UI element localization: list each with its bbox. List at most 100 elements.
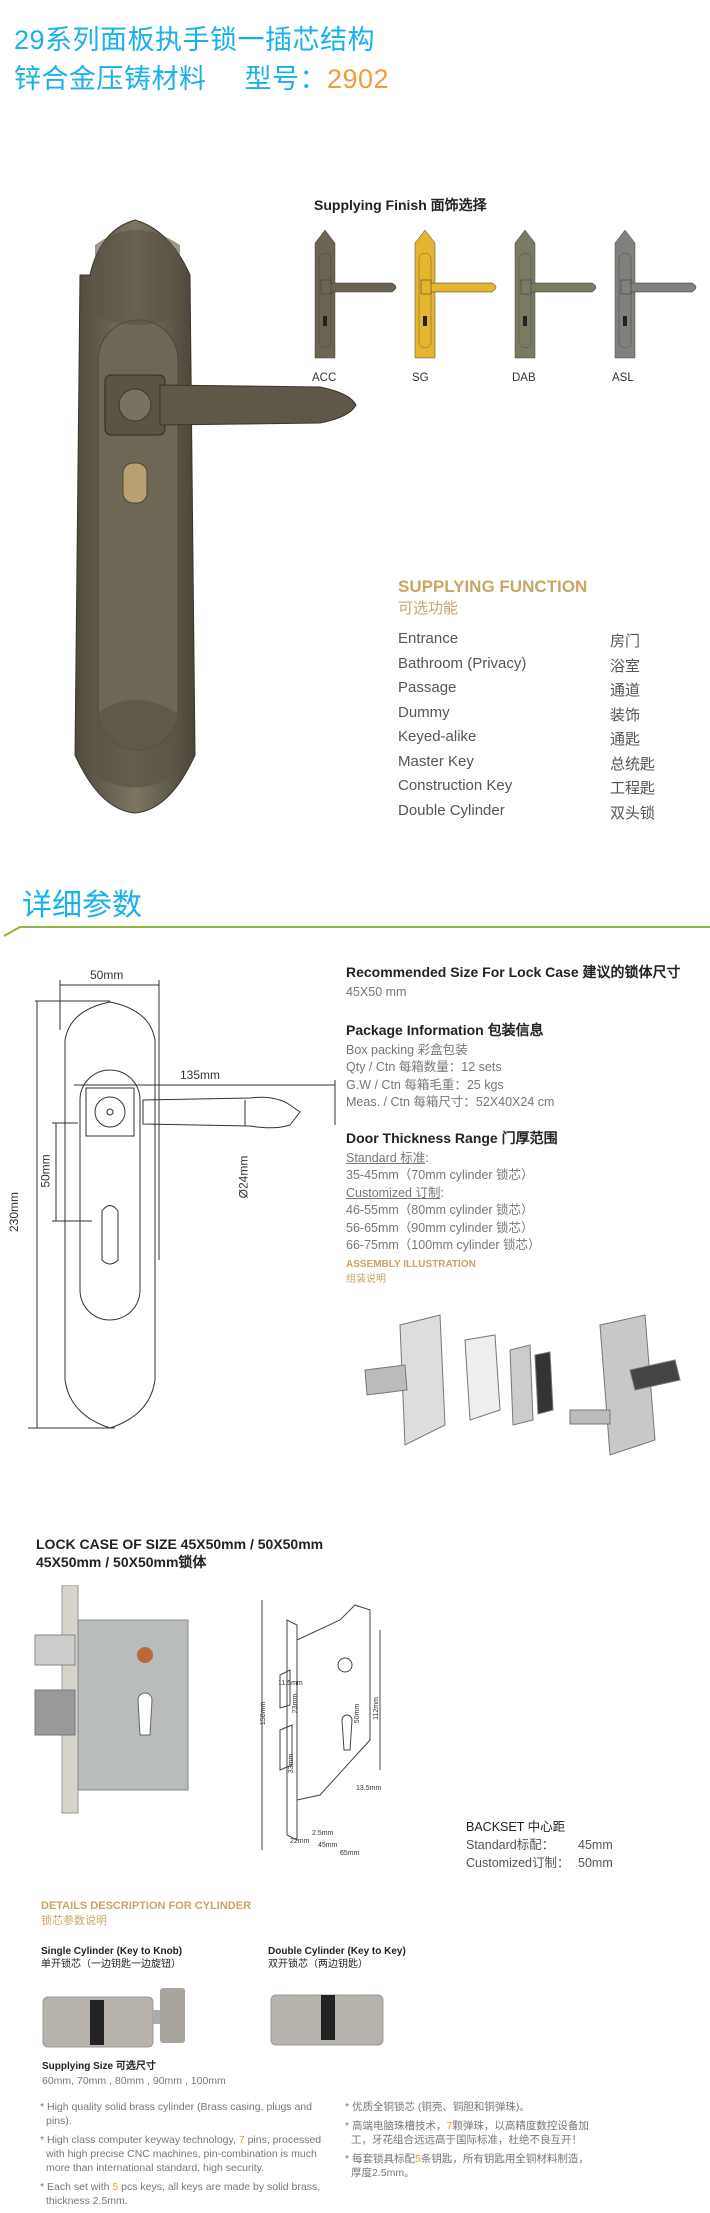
function-en: Dummy bbox=[398, 703, 450, 721]
dim-label: 2.5mm bbox=[312, 1830, 334, 1837]
backset-title: BACKSET 中心距 bbox=[466, 1820, 566, 1834]
function-item: Double Cylinder 双头锁 bbox=[398, 802, 655, 827]
product-title: 29系列面板执手锁一插芯结构 bbox=[14, 25, 376, 55]
function-cn: 浴室 bbox=[610, 657, 641, 675]
lockcase-drawing: 158mm 11.5mm 23mm 33mm 13.5mm 50mm 112mm… bbox=[260, 1590, 460, 1860]
backset-custom-value: 50mm bbox=[578, 1856, 613, 1870]
function-item: Bathroom (Privacy) 浴室 bbox=[398, 655, 655, 680]
bullet-highlight: 7 bbox=[238, 2134, 245, 2146]
function-item: Keyed-alike 通匙 bbox=[398, 728, 655, 753]
assembly-illustration bbox=[364, 1314, 681, 1456]
backset-custom-label: Customized订制： bbox=[466, 1856, 570, 1870]
function-item: Passage 通道 bbox=[398, 679, 655, 704]
function-en: Passage bbox=[398, 679, 457, 696]
lockcase-photo bbox=[34, 1585, 189, 1814]
assembly-title-cn: 组装说明 bbox=[346, 1273, 386, 1285]
function-en: Bathroom (Privacy) bbox=[398, 654, 527, 672]
function-title-cn: 可选功能 bbox=[398, 600, 459, 617]
function-cn: 双头锁 bbox=[610, 804, 656, 822]
package-line: G.W / Ctn 每箱毛重：25 kgs bbox=[346, 1077, 504, 1092]
finish-swatch-image bbox=[514, 229, 597, 359]
cylinder-title-en: DETAILS DESCRIPTION FOR CYLINDER bbox=[41, 1900, 252, 1912]
lockcase-spec-value: 45X50 mm bbox=[346, 985, 407, 999]
custom-label: Customized 订制 bbox=[346, 1185, 441, 1200]
supplying-size-values: 60mm, 70mm , 80mm , 90mm , 100mm bbox=[42, 2075, 226, 2087]
dim-label: 13.5mm bbox=[356, 1785, 382, 1792]
features-cn: * 优质全铜锁芯 (铜壳、铜胆和铜弹珠)。 * 高端电脑珠槽技术，7颗弹珠，以高精… bbox=[345, 2100, 595, 2185]
dim-width: 50mm bbox=[90, 968, 124, 982]
feature-bullet: * High quality solid brass cylinder (Bra… bbox=[40, 2101, 312, 2127]
package-line: Box packing 彩盒包装 bbox=[346, 1042, 468, 1057]
bullet-text: Each set with bbox=[47, 2181, 113, 2193]
finish-option-asl: ASL bbox=[612, 228, 710, 384]
bullet-text: High class computer keyway technology, bbox=[47, 2134, 239, 2146]
single-cylinder-en: Single Cylinder (Key to Knob) bbox=[41, 1946, 183, 1957]
double-cylinder-image bbox=[270, 1994, 384, 2046]
package-line: Qty / Ctn 每箱数量：12 sets bbox=[346, 1060, 502, 1074]
features-en: * High quality solid brass cylinder (Bra… bbox=[40, 2100, 330, 2213]
dim-label: 23mm bbox=[292, 1693, 300, 1714]
feature-bullet: * 每套锁具标配5条钥匙，所有钥匙用全铜材料制造，厚度2.5mm。 bbox=[345, 2153, 589, 2179]
dim-label: 50mm bbox=[354, 1703, 362, 1724]
dim-label: 11.5mm bbox=[278, 1680, 303, 1687]
main-lock-photo bbox=[74, 219, 357, 814]
finish-option-dab: DAB bbox=[512, 228, 612, 384]
finish-code: SG bbox=[412, 372, 429, 384]
custom-range: 56-65mm（90mm cylinder 锁芯） bbox=[346, 1220, 534, 1235]
standard-label: Standard 标准 bbox=[346, 1150, 426, 1165]
function-en: Construction Key bbox=[398, 777, 513, 794]
feature-bullet: * 优质全铜锁芯 (铜壳、铜胆和铜弹珠)。 bbox=[345, 2101, 530, 2113]
package-line: Meas. / Ctn 每箱尺寸：52X40X24 cm bbox=[346, 1095, 555, 1109]
feature-bullet: * 高端电脑珠槽技术，7颗弹珠，以高精度数控设备加工，牙花组合远远高于国际标准，… bbox=[345, 2120, 589, 2146]
bullet-text: High quality solid brass cylinder (Brass… bbox=[46, 2101, 312, 2127]
function-title-en: SUPPLYING FUNCTION bbox=[398, 577, 588, 596]
standard-range: 35-45mm（70mm cylinder 锁芯） bbox=[346, 1168, 534, 1182]
function-cn: 通道 bbox=[610, 682, 641, 699]
single-cylinder-label: Single Cylinder (Key to Knob) 单开锁芯（一边钥匙一… bbox=[41, 1945, 182, 1971]
assembly-title-en: ASSEMBLY ILLUSTRATION bbox=[346, 1258, 476, 1270]
dim-height: 230mm bbox=[7, 1191, 22, 1233]
model-label: 型号： bbox=[244, 64, 327, 94]
feature-bullet: * High class computer keyway technology,… bbox=[40, 2134, 322, 2174]
model-number: 2902 bbox=[327, 64, 390, 94]
dim-label: 33mm bbox=[288, 1753, 296, 1774]
function-item: Master Key 总统匙 bbox=[398, 753, 655, 778]
bullet-text: pins, processed with high precise CNC ma… bbox=[46, 2134, 322, 2174]
double-cylinder-cn: 双开锁芯（两边钥匙） bbox=[268, 1959, 368, 1970]
finish-code: DAB bbox=[512, 372, 536, 384]
bullet-text: 高端电脑珠槽技术， bbox=[352, 2120, 447, 2132]
finish-option-acc: ACC bbox=[312, 228, 412, 384]
dim-label: 158mm bbox=[260, 1701, 268, 1726]
finish-swatch-image bbox=[414, 229, 497, 359]
function-cn: 通匙 bbox=[610, 731, 641, 748]
section-divider bbox=[3, 926, 710, 937]
dim-label: 45mm bbox=[318, 1842, 338, 1849]
single-cylinder-cn: 单开锁芯（一边钥匙一边旋钮） bbox=[41, 1959, 181, 1970]
custom-range: 66-75mm（100mm cylinder 锁芯） bbox=[346, 1238, 541, 1252]
function-en: Master Key bbox=[398, 752, 474, 770]
lockcase-spec-title: Recommended Size For Lock Case 建议的锁体尺寸 bbox=[346, 964, 681, 980]
finish-code: ASL bbox=[612, 372, 634, 384]
dim-label: 65mm bbox=[340, 1850, 360, 1857]
dim-label: 112mm bbox=[372, 1697, 380, 1720]
function-cn: 总统匙 bbox=[610, 755, 656, 773]
bullet-highlight: 5 bbox=[415, 2153, 421, 2165]
bullet-text: 优质全铜锁芯 (铜壳、铜胆和铜弹珠)。 bbox=[352, 2101, 530, 2113]
function-en: Double Cylinder bbox=[398, 801, 505, 819]
backset-info: BACKSET 中心距 Standard标配：45mm Customized订制… bbox=[466, 1818, 613, 1872]
finish-swatch-image bbox=[314, 229, 397, 359]
door-thickness-title: Door Thickness Range 门厚范围 bbox=[346, 1129, 558, 1146]
dim-handle-length: 135mm bbox=[180, 1068, 221, 1082]
bullet-highlight: 5 bbox=[112, 2181, 119, 2193]
dim-center: 50mm bbox=[38, 1154, 53, 1188]
spec-section: Recommended Size For Lock Case 建议的锁体尺寸 4… bbox=[346, 962, 706, 1285]
function-en: Keyed-alike bbox=[398, 728, 477, 745]
product-subtitle: 锌合金压铸材料型号：2902 bbox=[14, 57, 389, 96]
function-en: Entrance bbox=[398, 630, 459, 647]
cylinder-section-title: DETAILS DESCRIPTION FOR CYLINDER 锁芯参数说明 bbox=[41, 1900, 251, 1928]
finish-title: Supplying Finish 面饰选择 bbox=[314, 197, 487, 213]
finish-swatch-image bbox=[614, 229, 697, 359]
